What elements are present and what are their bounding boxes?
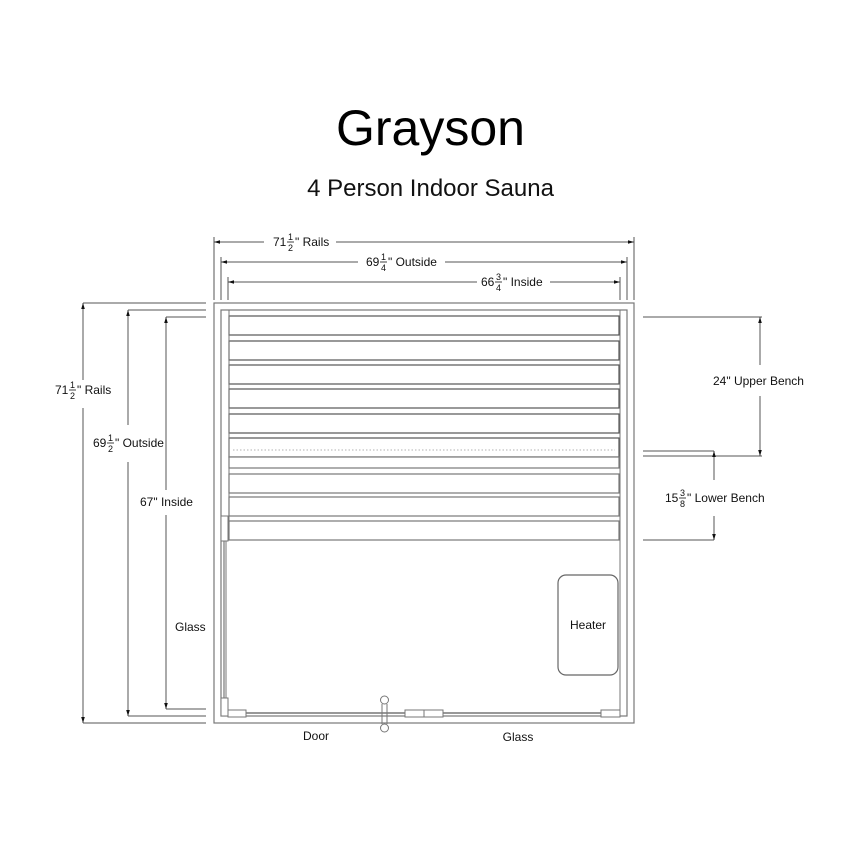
door-label: Door <box>303 729 329 743</box>
bench-board <box>228 340 620 361</box>
svg-text:15: 15 <box>665 491 679 505</box>
svg-text:1: 1 <box>70 380 75 390</box>
svg-text:2: 2 <box>108 444 113 454</box>
page-title: Grayson <box>336 100 525 156</box>
svg-text:1: 1 <box>381 252 386 262</box>
height-outside-label: 69 1 2 " Outside <box>93 433 164 454</box>
svg-text:" Inside: " Inside <box>503 275 543 289</box>
left-glass-wall <box>220 515 247 718</box>
svg-text:2: 2 <box>288 243 293 253</box>
bench-boards <box>228 315 620 541</box>
svg-text:3: 3 <box>680 488 685 498</box>
bench-dimensions <box>643 316 762 541</box>
svg-text:69: 69 <box>366 255 380 269</box>
width-dimensions <box>213 237 635 300</box>
svg-text:69: 69 <box>93 436 107 450</box>
bench-edge <box>228 456 620 469</box>
front-glass-wall <box>246 709 621 718</box>
svg-text:71: 71 <box>55 383 69 397</box>
svg-text:" Lower Bench: " Lower Bench <box>687 491 765 505</box>
page-subtitle: 4 Person Indoor Sauna <box>307 175 554 202</box>
bench-board <box>228 413 620 434</box>
bench-board <box>228 520 620 541</box>
height-inside-label: 67" Inside <box>140 495 193 509</box>
bench-board <box>228 473 620 494</box>
bench-board <box>228 496 620 517</box>
svg-text:" Rails: " Rails <box>77 383 111 397</box>
height-rails-label: 71 1 2 " Rails <box>55 380 111 401</box>
svg-text:1: 1 <box>108 433 113 443</box>
height-dimensions <box>81 302 206 724</box>
svg-text:4: 4 <box>381 263 386 273</box>
door-handle-icon <box>380 695 389 733</box>
svg-text:4: 4 <box>496 283 501 293</box>
svg-text:71: 71 <box>273 235 287 249</box>
upper-bench-label: 24" Upper Bench <box>713 374 804 388</box>
svg-text:2: 2 <box>70 391 75 401</box>
heater: Heater <box>557 574 619 676</box>
bench-board <box>228 388 620 409</box>
svg-text:3: 3 <box>496 272 501 282</box>
svg-text:8: 8 <box>680 499 685 509</box>
glass-left-label: Glass <box>175 620 206 634</box>
outer-wall <box>213 302 635 724</box>
lower-bench-label: 15 3 8 " Lower Bench <box>665 488 765 509</box>
heater-label: Heater <box>570 618 606 632</box>
svg-text:1: 1 <box>288 232 293 242</box>
bench-board <box>228 315 620 336</box>
svg-text:" Outside: " Outside <box>115 436 164 450</box>
glass-front-label: Glass <box>503 730 534 744</box>
width-rails-label: 71 1 2 " Rails <box>273 232 329 253</box>
width-outside-label: 69 1 4 " Outside <box>366 252 437 273</box>
svg-text:66: 66 <box>481 275 495 289</box>
bench-board <box>228 437 620 458</box>
svg-text:" Outside: " Outside <box>388 255 437 269</box>
bench-board <box>228 364 620 385</box>
svg-text:" Rails: " Rails <box>295 235 329 249</box>
width-inside-label: 66 3 4 " Inside <box>481 272 543 293</box>
